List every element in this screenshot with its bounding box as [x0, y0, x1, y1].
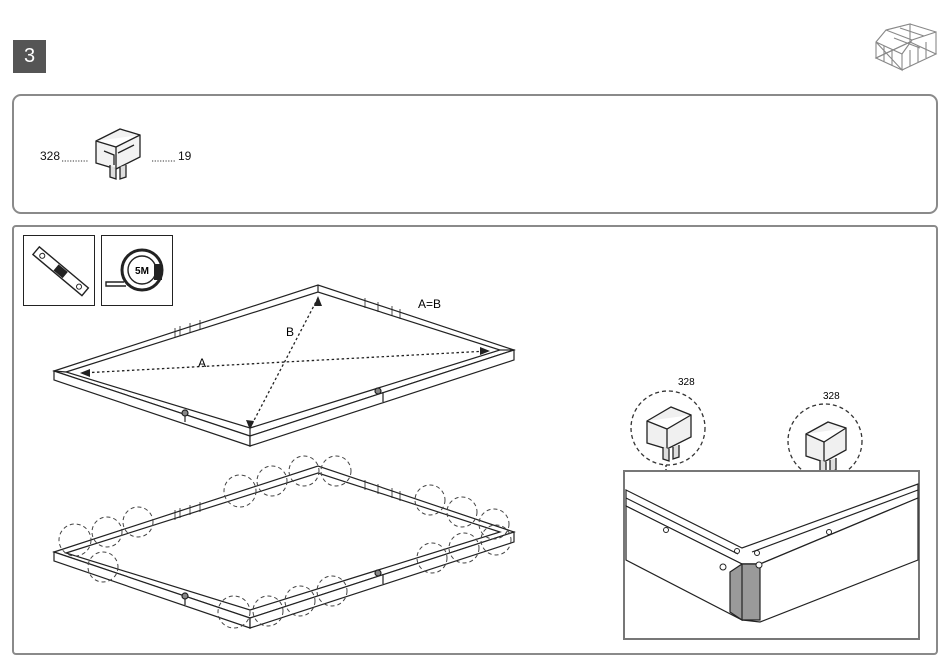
spirit-level-icon [24, 236, 96, 307]
tape-label: 5M [135, 266, 149, 277]
parts-panel [12, 94, 938, 214]
step-number: 3 [24, 45, 35, 68]
tape-measure-tool-box: 5M [101, 235, 173, 306]
step-number-badge: 3 [13, 40, 46, 73]
part-code-label: 328 [40, 149, 60, 163]
tape-measure-icon: 5M [102, 236, 174, 307]
part-quantity-label: 19 [178, 149, 191, 163]
spirit-level-tool-box [23, 235, 95, 306]
